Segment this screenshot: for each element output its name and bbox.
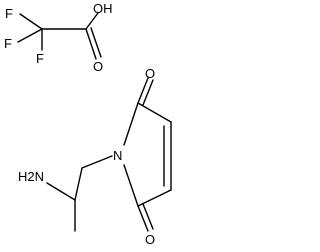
atom-f2: F: [4, 36, 12, 51]
bond-ch2-ch: [74, 167, 83, 201]
bond-c-o-upper-b: [142, 79, 154, 106]
structure-canvas: F F F OH O O N O H2N: [4, 1, 172, 247]
bond-c-o-double-b: [90, 27, 102, 58]
molecule-drawing: F F F OH O O N O H2N: [4, 1, 172, 247]
bond-c-oh: [85, 12, 99, 30]
bond-cf3-f2: [17, 28, 43, 43]
atom-nh2: H2N: [18, 169, 44, 184]
bond-c-o-upper-a: [137, 77, 149, 104]
bond-n-c-upper: [123, 102, 139, 146]
bond-n-ch2: [81, 155, 113, 169]
bond-c-o-lower-a: [137, 205, 149, 232]
atom-oh: OH: [93, 1, 113, 16]
bond-c-o-double-a: [85, 28, 97, 60]
atom-o-acid: O: [93, 59, 103, 74]
atom-o-top: O: [145, 66, 155, 81]
atom-f3: F: [36, 51, 44, 66]
bond-c-o-lower-b: [142, 203, 154, 230]
bond-c-ch-upper: [137, 102, 172, 123]
atom-f1: F: [5, 6, 13, 21]
bond-ch-c-lower: [137, 189, 172, 207]
bond-cf3-f1: [19, 13, 43, 30]
bond-c-lower-n: [123, 164, 139, 207]
atom-o-bottom: O: [145, 232, 155, 247]
atom-n: N: [113, 148, 122, 163]
bond-ch-nh2: [46, 182, 76, 201]
